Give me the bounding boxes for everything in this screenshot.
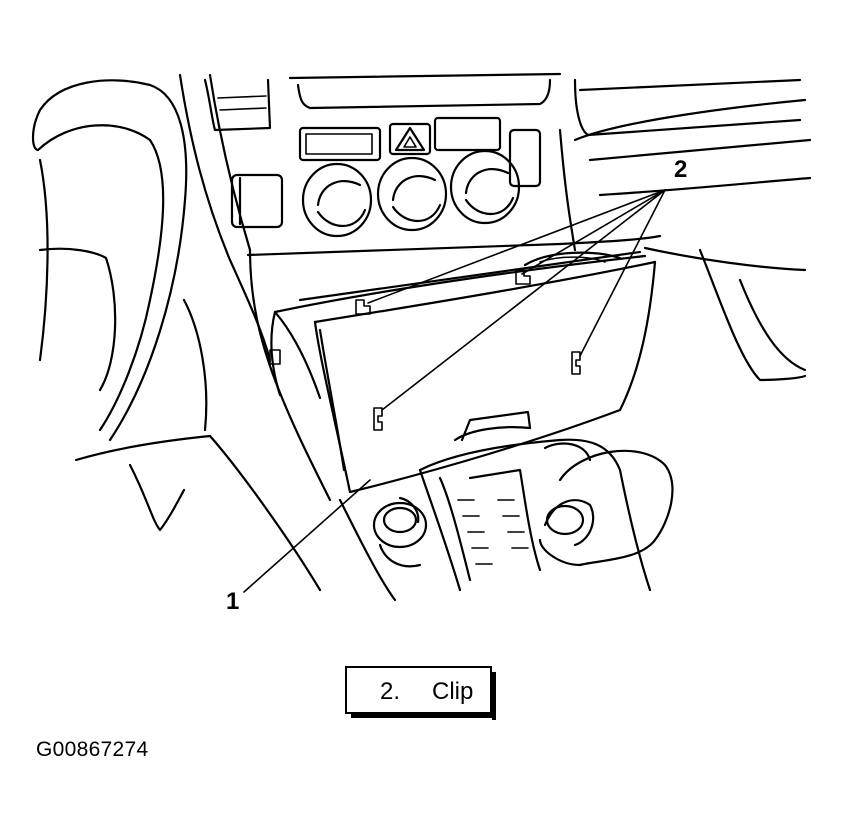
lower-left-panel — [74, 298, 322, 592]
center-console-frame — [178, 73, 812, 502]
leader-lines — [243, 189, 666, 593]
figure-id: G00867274 — [36, 738, 149, 761]
upper-vents — [203, 72, 802, 137]
center-pocket-panel — [273, 250, 657, 494]
control-knob-right — [449, 149, 521, 225]
steering-wheel — [31, 79, 188, 442]
legend-box: 2. Clip — [345, 666, 496, 718]
legend-label: Clip — [432, 678, 474, 705]
callout-number-1: 1 — [226, 588, 240, 615]
climate-control-panel — [230, 116, 542, 229]
shift-lever-console — [338, 438, 674, 602]
control-knob-left — [301, 162, 373, 238]
control-knob-center — [376, 156, 448, 232]
legend-number: 2. — [380, 678, 401, 705]
hazard-triangle-icon — [394, 126, 426, 152]
legend-shadow — [492, 672, 496, 720]
callout-number-2: 2 — [674, 156, 688, 183]
